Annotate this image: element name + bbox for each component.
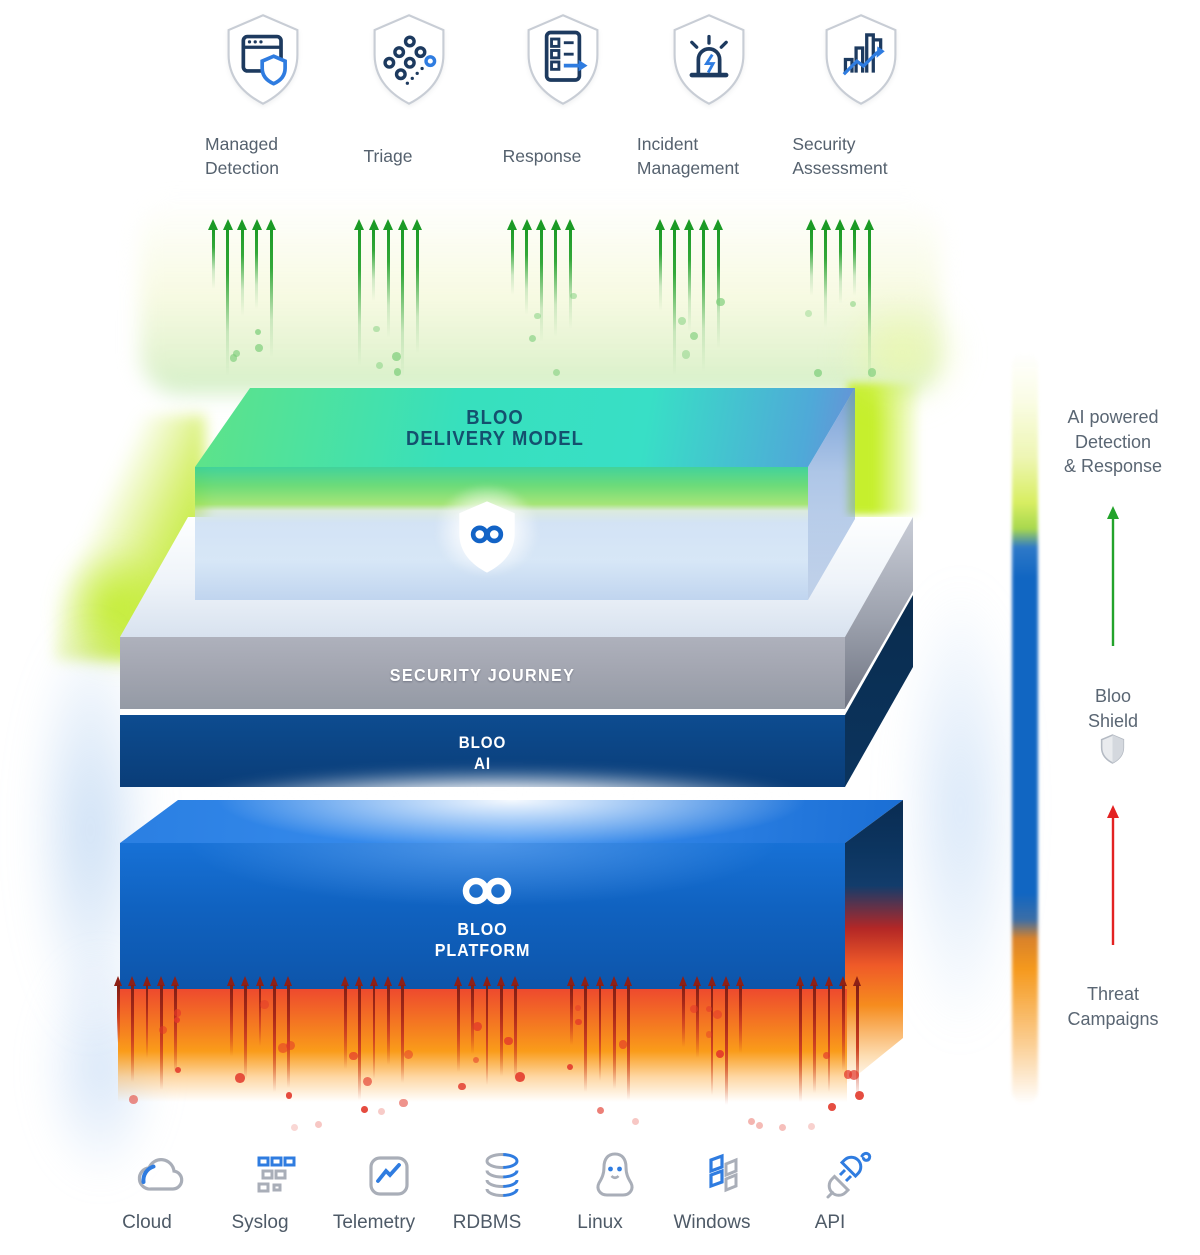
source-label-syslog: Syslog bbox=[231, 1212, 289, 1233]
legend-threat-campaigns-label: Threat Campaigns bbox=[1067, 984, 1159, 1029]
service-managed-detection bbox=[160, 12, 324, 112]
cloud-icon bbox=[137, 1158, 184, 1191]
legend-shield-icon bbox=[1100, 734, 1125, 764]
service-label-security-assessment: Security Assessment bbox=[792, 134, 888, 178]
white-gap-line bbox=[120, 709, 845, 715]
delivery-model-label: BLOO DELIVERY MODEL bbox=[405, 407, 585, 450]
source-cloud bbox=[87, 1148, 207, 1209]
bloo-platform-label: BLOO PLATFORM bbox=[434, 919, 531, 960]
legend-gradient-bar bbox=[1012, 352, 1038, 1104]
growth-chart-icon bbox=[825, 14, 896, 105]
source-linux bbox=[540, 1148, 660, 1209]
bloo-platform-front-face bbox=[120, 843, 845, 989]
service-incident-management bbox=[606, 12, 770, 112]
browser-shield-icon bbox=[227, 14, 298, 105]
siren-icon bbox=[673, 14, 744, 105]
source-label-rdbms: RDBMS bbox=[452, 1212, 522, 1233]
windows-icon bbox=[709, 1153, 738, 1193]
triage-cluster-icon bbox=[373, 14, 444, 105]
legend-bloo-shield-label: Bloo Shield bbox=[1087, 686, 1139, 731]
service-label-triage: Triage bbox=[363, 146, 413, 166]
security-journey-front-face bbox=[120, 637, 845, 709]
bloo-platform-side-face bbox=[845, 800, 903, 1085]
source-label-windows: Windows bbox=[673, 1212, 751, 1233]
action-list-icon bbox=[527, 14, 598, 105]
linux-penguin-icon bbox=[596, 1152, 634, 1197]
telemetry-chart-icon bbox=[369, 1156, 409, 1196]
service-security-assessment bbox=[758, 12, 922, 112]
plug-icon bbox=[826, 1151, 872, 1199]
database-icon bbox=[485, 1153, 519, 1197]
source-windows bbox=[652, 1148, 772, 1209]
source-label-telemetry: Telemetry bbox=[332, 1212, 416, 1233]
security-journey-label: SECURITY JOURNEY bbox=[389, 665, 576, 685]
service-label-response: Response bbox=[502, 146, 582, 166]
legend-ai-detection-label: AI powered Detection & Response bbox=[1063, 407, 1163, 476]
source-label-cloud: Cloud bbox=[122, 1212, 172, 1233]
source-rdbms bbox=[427, 1148, 547, 1209]
platform-infinity-logo bbox=[462, 877, 512, 905]
service-label-incident-management: Incident Management bbox=[636, 134, 740, 178]
legend-green-up-arrow bbox=[1107, 506, 1119, 646]
service-response bbox=[460, 12, 624, 112]
source-label-api: API bbox=[814, 1212, 846, 1233]
service-triage bbox=[306, 12, 470, 112]
delivery-model-top-face bbox=[195, 388, 855, 467]
source-syslog bbox=[200, 1148, 320, 1209]
source-api bbox=[770, 1148, 890, 1209]
source-label-linux: Linux bbox=[577, 1212, 623, 1233]
delivery-shield-infinity-icon bbox=[459, 501, 515, 573]
bloo-platform-top-face bbox=[120, 800, 903, 843]
syslog-blocks-icon bbox=[257, 1156, 296, 1193]
service-label-managed-detection: Managed Detection bbox=[205, 134, 279, 178]
legend-red-up-arrow bbox=[1107, 805, 1119, 945]
source-telemetry bbox=[314, 1148, 434, 1209]
